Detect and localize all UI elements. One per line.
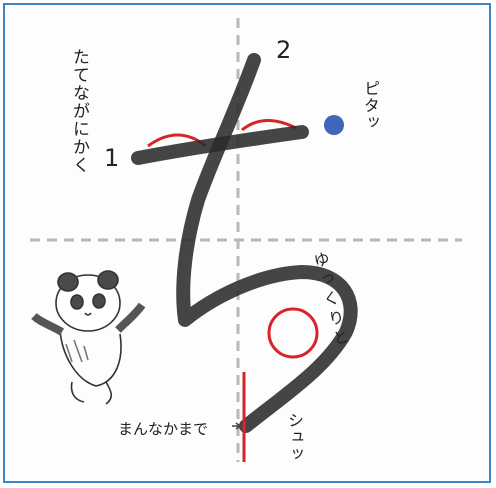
blue-dot-icon bbox=[324, 115, 344, 135]
small-arrow-icon bbox=[232, 422, 242, 430]
circle-mark-icon bbox=[267, 307, 319, 359]
arc-right-icon bbox=[241, 119, 297, 132]
stop-label: ピタッ bbox=[361, 80, 380, 131]
sweep-label: シュッ bbox=[285, 412, 304, 463]
panda-icon bbox=[31, 270, 146, 405]
stroke-number-2: 2 bbox=[276, 36, 292, 64]
center-label: まんなかまで bbox=[118, 420, 209, 438]
slow-label: ゆっくりと bbox=[309, 250, 380, 394]
stroke-one bbox=[131, 125, 309, 165]
stroke-two bbox=[176, 53, 358, 433]
vertical-caption: たてながにかく bbox=[69, 48, 89, 174]
slow-label-text: ゆっくりと bbox=[309, 249, 352, 352]
stroke-number-1: 1 bbox=[104, 144, 120, 172]
